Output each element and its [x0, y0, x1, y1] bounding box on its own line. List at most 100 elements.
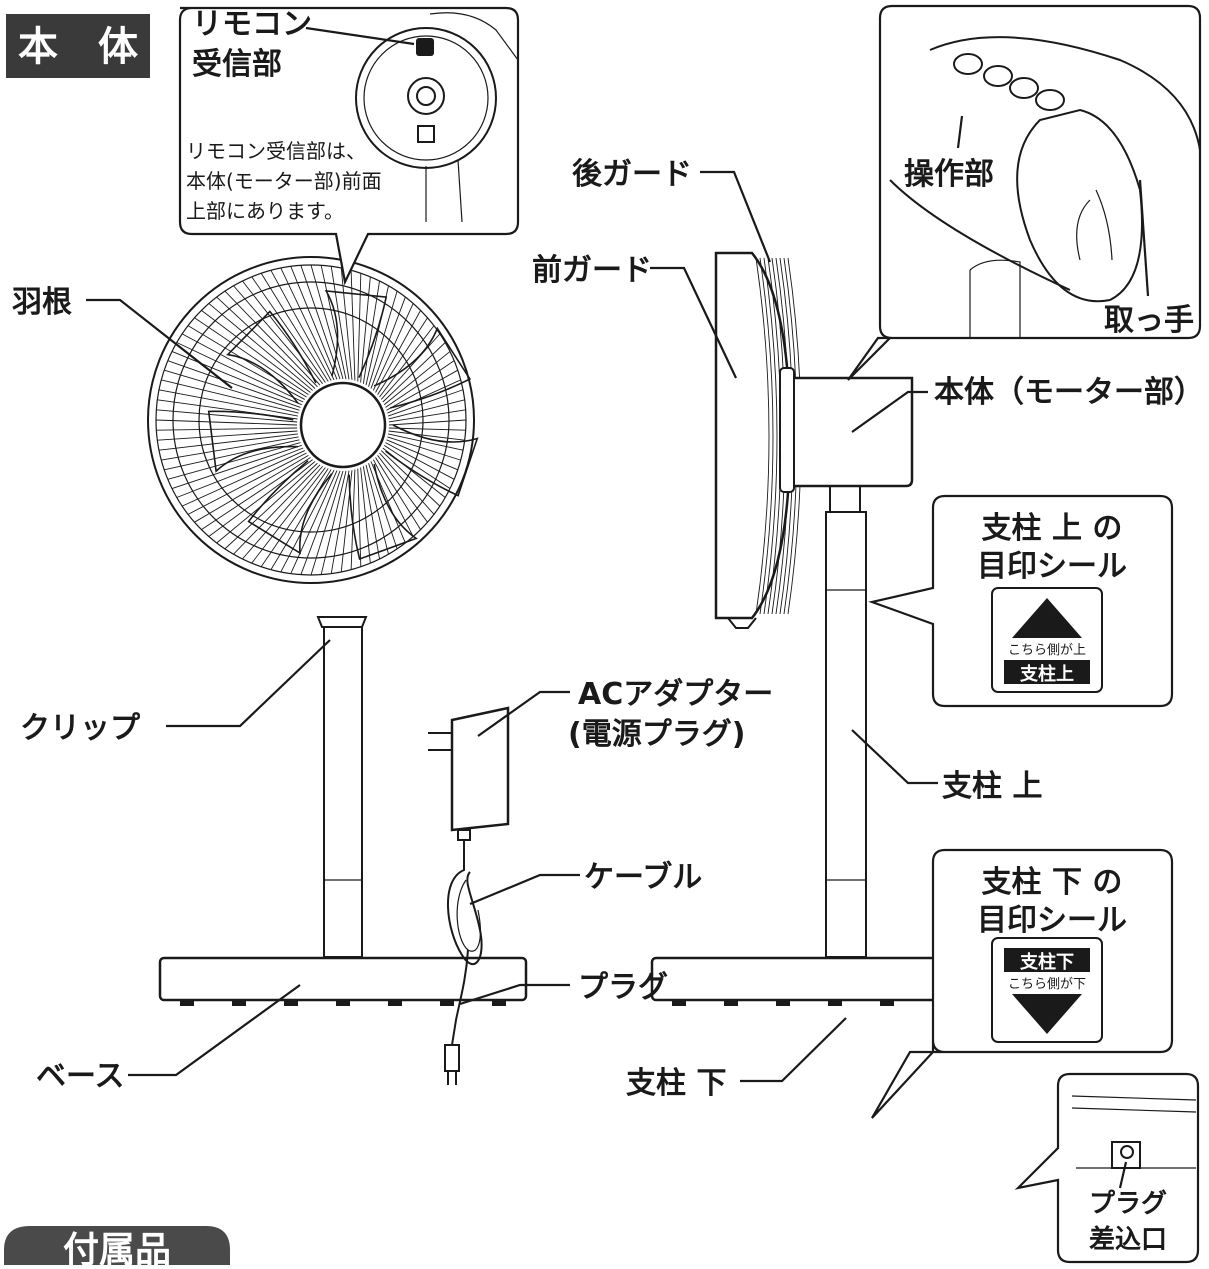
base-foot: [776, 1000, 790, 1006]
guard-spoke: [362, 280, 380, 384]
guard-spoke: [379, 452, 435, 515]
note-remote-receiver-3: 上部にあります。: [186, 199, 344, 223]
guard-spoke: [260, 468, 329, 568]
callout-plug-inlet: [1014, 1072, 1200, 1264]
fan-blade: [373, 326, 472, 409]
base-foot: [336, 1000, 350, 1006]
guard-spoke: [368, 290, 398, 387]
guard-spoke: [270, 270, 332, 381]
upper-mark-title-2: 目印シール: [977, 549, 1127, 584]
guard-spoke: [300, 470, 341, 575]
guard-spoke: [330, 266, 350, 380]
label-ac-adapter-2: (電源プラグ): [568, 717, 745, 752]
section-title-text: 本 体: [18, 24, 138, 70]
upper-mark-title-1: 支柱 上 の: [982, 511, 1123, 546]
guard-spoke: [161, 379, 299, 414]
guard-spoke: [194, 454, 309, 523]
accessories-tab: 付属品: [4, 1226, 230, 1269]
guard-spoke: [387, 389, 464, 417]
guard-spoke: [372, 303, 414, 391]
guard-spoke: [171, 351, 302, 406]
guard-spoke: [224, 462, 318, 550]
guard-spoke: [242, 465, 323, 560]
label-pole-upper: 支柱 上: [942, 769, 1042, 804]
fan-blade: [385, 424, 479, 497]
guard-spoke: [362, 466, 380, 560]
guard-spoke: [233, 285, 321, 386]
upper-sticker-small: こちら側が上: [1008, 643, 1086, 658]
guard-spoke: [372, 459, 414, 537]
label-pole-lower: 支柱 下: [626, 1066, 726, 1101]
guard-spoke: [388, 399, 465, 420]
guard-spoke: [310, 264, 344, 380]
callout-control-panel: [847, 4, 1202, 381]
guard-spoke: [300, 265, 341, 380]
guard-spoke: [181, 450, 305, 507]
guard-spoke: [387, 379, 461, 414]
base-foot: [180, 1000, 194, 1006]
label-cable: ケーブル: [584, 860, 702, 895]
guard-spoke: [270, 469, 332, 570]
label-blade: 羽根: [12, 285, 72, 320]
label-remote-receiver-1: リモコン: [192, 7, 312, 42]
guard-spoke: [388, 430, 465, 441]
guard-spoke: [158, 389, 298, 417]
label-plug: プラグ: [578, 970, 668, 1005]
guard-spoke: [350, 270, 356, 381]
guard-spoke: [310, 470, 344, 576]
guard-spoke: [164, 369, 300, 411]
fan-blade: [247, 460, 333, 555]
upper-sticker-label: 支柱上: [1019, 663, 1074, 685]
guard-spoke: [382, 342, 446, 403]
guard-spoke: [208, 303, 313, 391]
guard-spoke: [320, 470, 347, 575]
label-handle: 取っ手: [1104, 303, 1194, 338]
guard-spoke: [380, 450, 441, 507]
fan-side-view: [650, 251, 1020, 1006]
guard-spoke: [385, 360, 455, 408]
guard-spoke: [280, 267, 335, 381]
lower-mark-title-2: 目印シール: [977, 903, 1127, 938]
callout-upper-sticker: [868, 494, 1174, 708]
base-foot: [880, 1000, 894, 1006]
guard-spoke: [171, 444, 302, 489]
guard-spoke: [386, 439, 458, 471]
fan-blade: [324, 290, 388, 378]
guard-spoke: [360, 276, 371, 383]
guard-spoke: [380, 333, 441, 400]
lower-sticker-small: こちら側が下: [1008, 977, 1086, 992]
label-ac-adapter-1: ACアダプター: [578, 677, 773, 712]
guard-spoke: [161, 436, 299, 461]
label-rear-guard: 後ガード: [572, 157, 692, 192]
fan-front-view: [147, 256, 528, 1006]
guard-spoke: [201, 457, 311, 530]
guard-spoke: [388, 419, 467, 426]
labels: リモコン 受信部 リモコン受信部は、 本体(モーター部)前面 上部にあります。 …: [12, 7, 1204, 1255]
guard-rib: [755, 257, 770, 615]
guard-spoke: [377, 455, 428, 523]
base-foot: [232, 1000, 246, 1006]
fan-blade: [207, 410, 299, 473]
guard-spoke: [385, 442, 455, 480]
note-remote-receiver-2: 本体(モーター部)前面: [186, 169, 382, 193]
guard-rib: [759, 257, 774, 615]
note-remote-receiver-1: リモコン受信部は、: [186, 139, 366, 163]
guard-spoke: [320, 265, 347, 380]
guard-spoke: [280, 469, 335, 573]
label-control-panel: 操作部: [904, 157, 994, 192]
label-plug-inlet-1: プラグ: [1089, 1189, 1167, 1219]
base-foot: [284, 1000, 298, 1006]
guard-spoke: [357, 468, 362, 567]
ac-adapter-drawing: [428, 706, 510, 1085]
guard-spoke: [201, 310, 311, 393]
guard-spoke: [368, 463, 398, 550]
guard-spoke: [260, 272, 329, 382]
guard-spoke: [360, 467, 371, 564]
guard-spoke: [388, 427, 466, 431]
guard-spoke: [388, 409, 466, 423]
guard-spoke: [158, 433, 298, 451]
guard-spoke: [176, 342, 304, 403]
base-foot: [388, 1000, 402, 1006]
fan-blade: [348, 463, 418, 561]
